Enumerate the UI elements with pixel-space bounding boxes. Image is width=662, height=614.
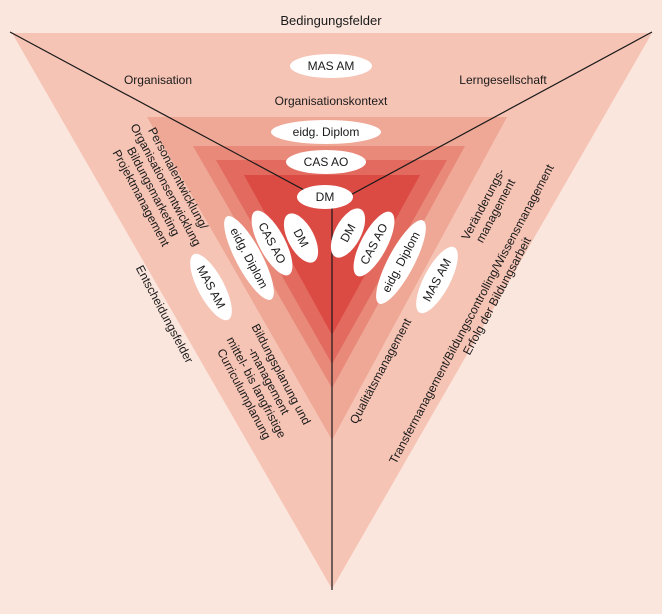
ellipse-top-eidg-diplom-label: eidg. Diplom [293, 125, 360, 139]
ellipse-left-dm: DM [283, 213, 319, 263]
ellipse-top-dm-label: DM [316, 190, 335, 204]
divider-line-left [9, 31, 333, 206]
label-organisationskontext: Organisationskontext [275, 94, 388, 108]
label-organisation: Organisation [124, 73, 192, 87]
ellipse-top-eidg-diplom: eidg. Diplom [271, 120, 381, 144]
ellipse-top-mas-am-label: MAS AM [308, 59, 355, 73]
ellipse-top-mas-am: MAS AM [290, 54, 372, 78]
top-title: Bedingungsfelder [280, 13, 382, 28]
ellipse-top-cas-ao: CAS AO [286, 150, 366, 174]
label-lerngesellschaft: Lerngesellschaft [459, 73, 547, 87]
divider-line-right [331, 31, 653, 206]
ellipse-right-dm: DM [330, 208, 366, 258]
ellipse-top-dm: DM [297, 185, 353, 209]
ellipse-top-cas-ao-label: CAS AO [304, 155, 349, 169]
